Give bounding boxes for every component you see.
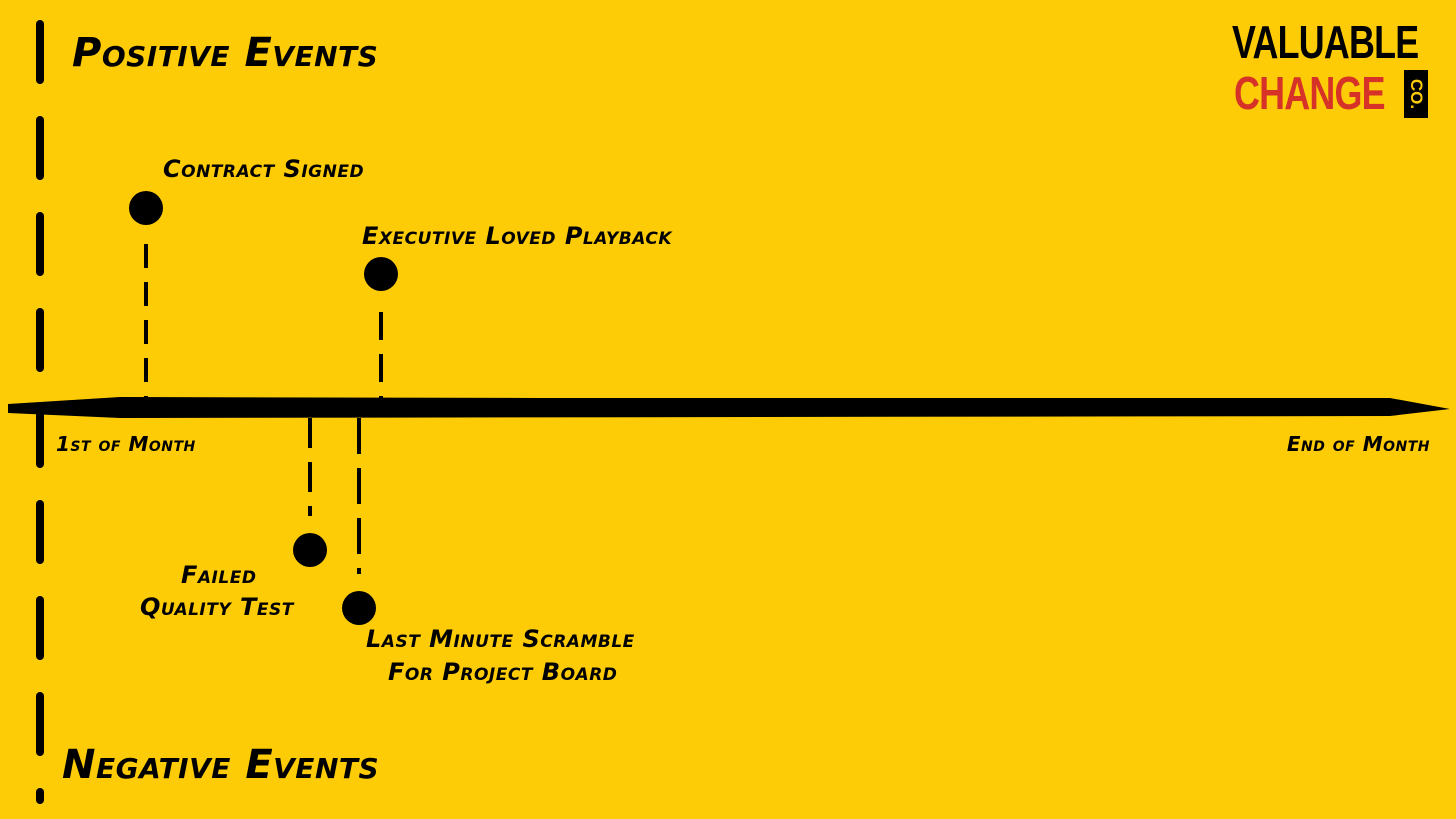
logo-co-text: CO. <box>1407 78 1426 110</box>
logo-co-badge: CO. <box>1404 70 1428 118</box>
event-label-contract-signed: Contract Signed <box>163 155 365 183</box>
marker-contract-signed <box>129 191 163 225</box>
event-label-scramble-line2: For Project Board <box>388 658 618 686</box>
valuable-change-logo: VALUABLE CHANGE CO. <box>1232 18 1428 122</box>
event-label-failed-line2: Quality Test <box>140 593 294 621</box>
logo-line2: CHANGE <box>1234 67 1386 119</box>
marker-failed-quality-test <box>293 533 327 567</box>
axis-start-label: 1st of Month <box>56 432 196 456</box>
time-axis <box>8 397 1450 418</box>
positive-events-heading: Positive Events <box>72 30 379 76</box>
marker-executive-loved-playback <box>364 257 398 291</box>
event-label-failed-line1: Failed <box>181 561 257 589</box>
event-label-scramble-line1: Last Minute Scramble <box>366 625 635 653</box>
logo-line1: VALUABLE <box>1232 16 1419 68</box>
marker-last-minute-scramble <box>342 591 376 625</box>
negative-events-heading: Negative Events <box>62 742 380 788</box>
axis-end-label: End of Month <box>1286 432 1430 456</box>
event-label-executive-loved-playback: Executive Loved Playback <box>362 222 672 250</box>
